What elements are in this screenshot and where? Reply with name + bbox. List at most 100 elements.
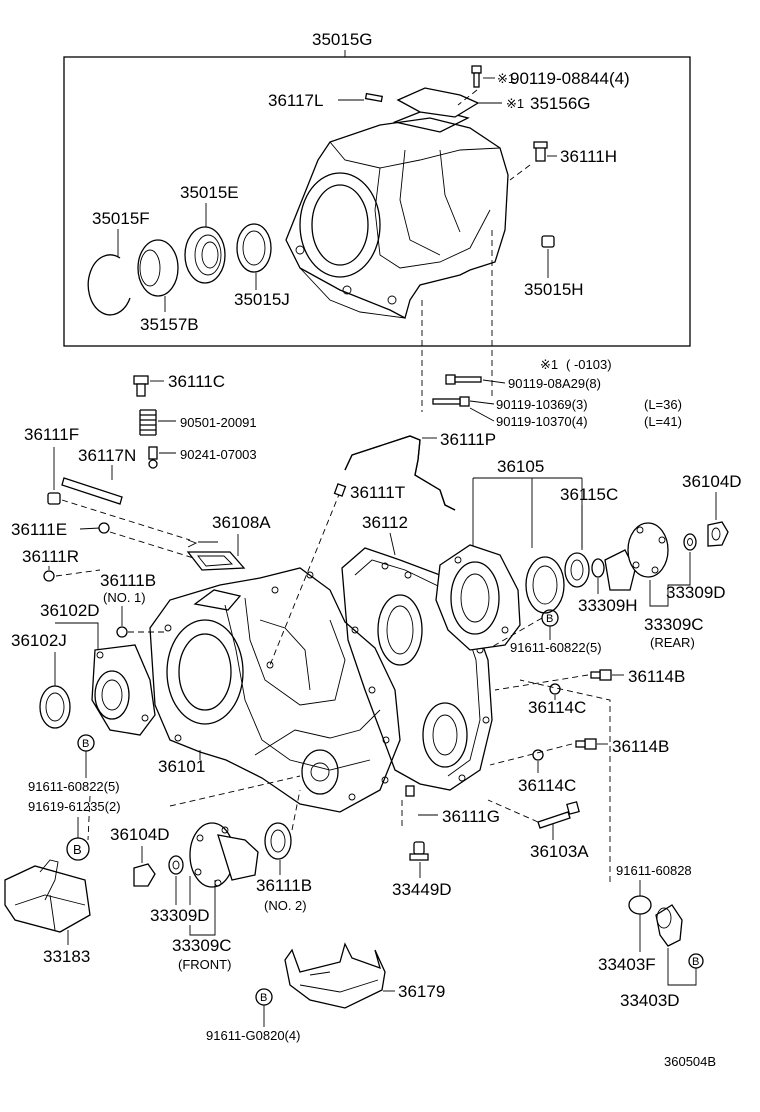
ref-b-large: B <box>66 837 90 861</box>
label-36102J: 36102J <box>11 631 67 650</box>
washer-33309D-front <box>168 855 184 875</box>
label-90119-10369: 90119-10369(3) <box>496 397 588 412</box>
note-mark-c: ※1 <box>540 357 558 372</box>
label-36111E: 36111E <box>11 520 67 539</box>
label-36179: 36179 <box>398 982 445 1001</box>
ref-b-bottom-text: B <box>260 992 267 1004</box>
ref-b-bottom: B <box>255 988 273 1006</box>
plug-36111T <box>333 483 347 497</box>
ball-90241-07003 <box>148 446 158 469</box>
label-front: (FRONT) <box>178 957 231 972</box>
figure-code: 360504B <box>664 1054 716 1069</box>
label-no2: (NO. 2) <box>264 898 307 913</box>
label-36104D-top: 36104D <box>682 472 742 491</box>
label-36108A: 36108A <box>212 513 271 532</box>
label-l36: (L=36) <box>644 397 682 412</box>
label-36114C-top: 36114C <box>528 698 586 717</box>
ref-b-right-text: B <box>692 956 699 968</box>
seal-36111B-no2 <box>264 822 292 860</box>
ref-b-left-text: B <box>82 738 89 750</box>
mount-33183 <box>4 859 91 933</box>
ref-b-top-text: B <box>546 613 553 625</box>
label-36111F: 36111F <box>24 425 79 444</box>
bolt-90119-08844 <box>471 65 482 88</box>
label-90119-08844: 90119-08844(4) <box>510 69 630 88</box>
seal-36105 <box>525 556 565 614</box>
label-33309D-top: 33309D <box>666 583 726 602</box>
label-36112: 36112 <box>362 513 408 532</box>
label-90501-20091: 90501-20091 <box>180 415 257 430</box>
plug-36111B-no1 <box>116 626 128 638</box>
plug-36111F <box>47 492 61 505</box>
label-36111P: 36111P <box>440 430 496 449</box>
bolt-36114B-bot <box>575 738 597 750</box>
label-36111T: 36111T <box>350 483 405 502</box>
ref-b-right: B <box>688 953 704 969</box>
label-36104D-bot: 36104D <box>110 825 170 844</box>
label-33309C-rear: 33309C <box>644 615 704 634</box>
label-36117L: 36117L <box>268 91 323 110</box>
label-90119-08A29: 90119-08A29(8) <box>508 376 601 391</box>
label-36114C-bot: 36114C <box>518 776 576 795</box>
nut-36104D-front <box>133 863 156 887</box>
label-91611-60828: 91611-60828 <box>616 863 692 878</box>
label-91611-60822-left: 91611-60822(5) <box>28 779 120 794</box>
note-mark-b: ※1 <box>506 96 524 111</box>
gasket-36108A <box>186 551 246 571</box>
label-36103A: 36103A <box>530 842 589 861</box>
label-36111G: 36111G <box>442 807 500 826</box>
label-36102D: 36102D <box>40 601 100 620</box>
label-l41: (L=41) <box>644 414 682 429</box>
label-36111R: 36111R <box>22 547 79 566</box>
seal-36102J <box>39 685 71 729</box>
rod-36117N <box>61 477 123 505</box>
label-33449D: 33449D <box>392 880 452 899</box>
label-35015H: 35015H <box>524 280 584 299</box>
bolt-36111C <box>133 375 149 397</box>
bolt-36103A <box>537 801 580 829</box>
label-rear: (REAR) <box>650 635 695 650</box>
bearing-35015E <box>184 226 226 284</box>
label-33403D: 33403D <box>620 991 680 1010</box>
extension-housing <box>285 107 509 319</box>
label-no1: (NO. 1) <box>103 590 146 605</box>
label-91619-61235: 91619-61235(2) <box>28 799 121 814</box>
oil-seal-35157B <box>137 239 179 297</box>
plug-36111G <box>405 785 415 797</box>
spacer-35015J <box>236 223 272 273</box>
label-36111H: 36111H <box>560 147 617 166</box>
ref-b-large-text: B <box>73 842 82 857</box>
bolt-90119-10369 <box>432 396 470 407</box>
label-36111C: 36111C <box>168 372 225 391</box>
washer-33309C-rear <box>683 533 697 551</box>
label-35015F: 35015F <box>92 209 150 228</box>
label-36111B-no2: 36111B <box>256 876 312 895</box>
ref-b-left: B <box>77 734 95 752</box>
bolt-36114B-top <box>590 669 612 681</box>
gasket-33403F <box>628 895 652 915</box>
plug-36111R <box>43 570 55 582</box>
assembly-label: 35015G <box>312 30 373 49</box>
label-35157B: 35157B <box>140 315 199 334</box>
label-35156G: 35156G <box>530 94 591 113</box>
bolt-33449D <box>409 841 429 861</box>
label-90119-10370: 90119-10370(4) <box>496 414 588 429</box>
label-36114B-bot: 36114B <box>612 737 669 756</box>
cover-36102D <box>91 644 156 736</box>
label-91611-60822-top: 91611-60822(5) <box>510 640 602 655</box>
label-33309C-front: 33309C <box>172 936 232 955</box>
drain-plug-33403D <box>655 904 683 947</box>
label-33309H: 33309H <box>578 596 638 615</box>
label-36105: 36105 <box>497 457 544 476</box>
cover-plate <box>396 87 480 118</box>
label-91611-G0820: 91611-G0820(4) <box>206 1028 300 1043</box>
nut-36104D-rear <box>707 521 729 547</box>
case-cover-36112 <box>341 547 493 791</box>
companion-flange-front <box>189 822 259 888</box>
label-35015E: 35015E <box>180 183 239 202</box>
label-36114B-top: 36114B <box>628 667 685 686</box>
note-mark-a: ※1 <box>497 71 515 86</box>
breather-36111H <box>533 141 548 162</box>
spring-90501-20091 <box>139 409 157 436</box>
